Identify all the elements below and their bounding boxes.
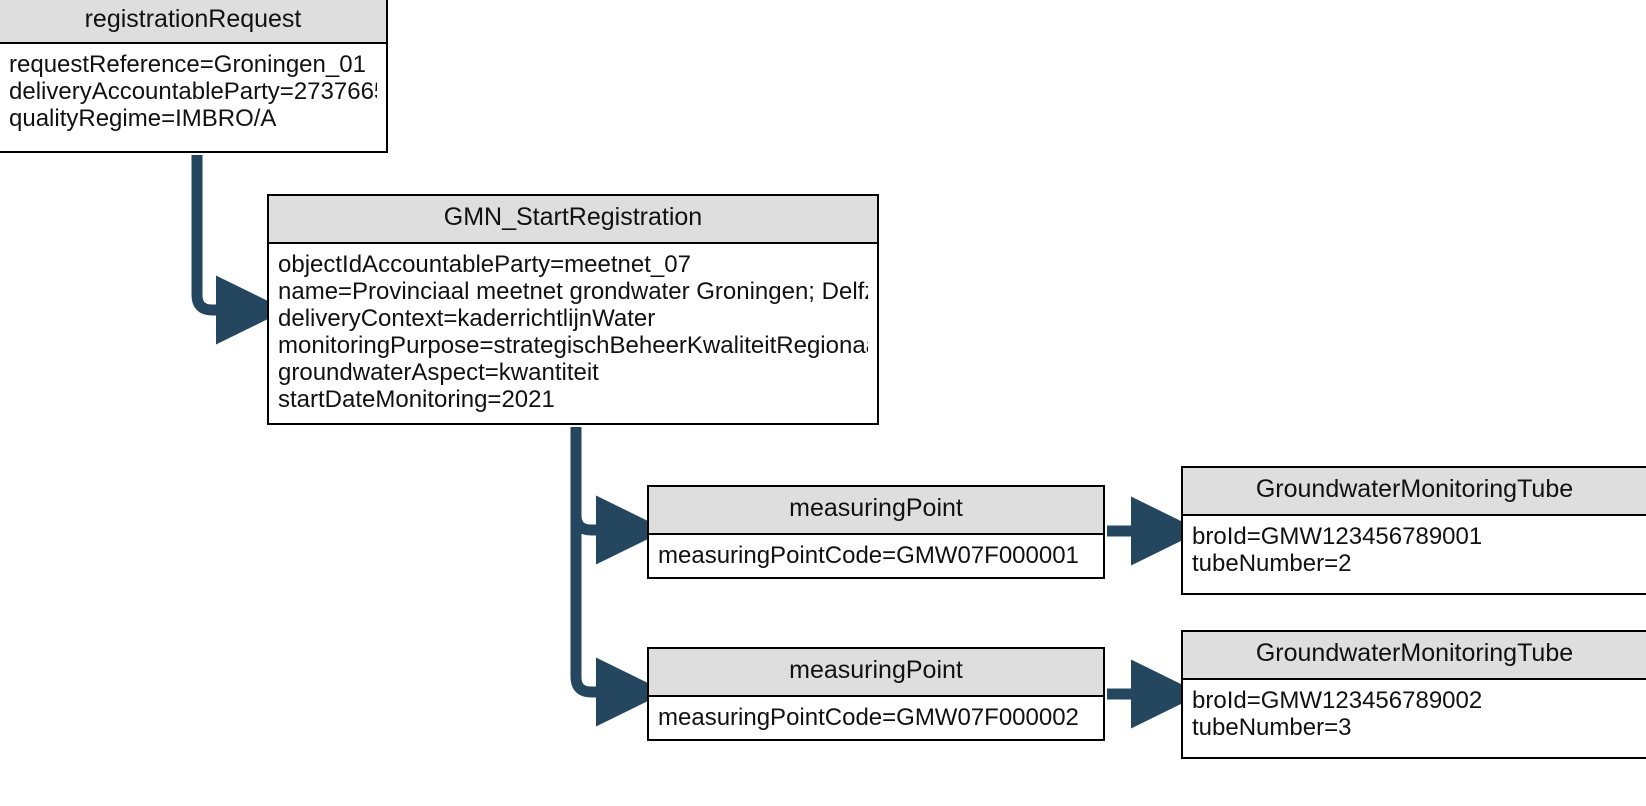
connector-gmnstartregistration-to-measuringpoint-1 — [570, 427, 667, 565]
attribute-row: broId=GMW123456789001 — [1192, 523, 1483, 550]
attribute-row: objectIdAccountableParty=meetnet_07 — [278, 251, 691, 278]
class-box-attributes: broId=GMW123456789001 tubeNumber=2 — [1183, 516, 1646, 583]
class-box-gmn-start-registration[interactable]: GMN_StartRegistration objectIdAccountabl… — [267, 194, 879, 425]
class-box-registration-request[interactable]: registrationRequest requestReference=Gro… — [0, 0, 388, 153]
attribute-row: requestReference=Groningen_01 — [9, 51, 366, 78]
attribute-row: qualityRegime=IMBRO/A — [9, 105, 277, 132]
attribute-row: deliveryContext=kaderrichtlijnWater — [278, 305, 656, 332]
class-box-groundwater-monitoring-tube-2[interactable]: GroundwaterMonitoringTube broId=GMW12345… — [1181, 630, 1646, 759]
class-box-measuring-point-2[interactable]: measuringPoint measuringPointCode=GMW07F… — [647, 647, 1105, 741]
class-box-attributes: measuringPointCode=GMW07F000002 — [649, 697, 1103, 737]
connector-gmnstartregistration-to-measuringpoint-2 — [570, 427, 667, 727]
attribute-row: broId=GMW123456789002 — [1192, 687, 1483, 714]
class-box-attributes: measuringPointCode=GMW07F000001 — [649, 535, 1103, 575]
class-box-header: GroundwaterMonitoringTube — [1183, 632, 1646, 680]
attribute-row: tubeNumber=2 — [1192, 550, 1352, 577]
attribute-row: name=Provinciaal meetnet grondwater Gron… — [278, 278, 868, 305]
class-box-header: GroundwaterMonitoringTube — [1183, 468, 1646, 516]
class-box-attributes: objectIdAccountableParty=meetnet_07 name… — [269, 244, 877, 419]
class-box-header: measuringPoint — [649, 487, 1103, 535]
attribute-row: deliveryAccountableParty=27376655 — [9, 78, 377, 105]
attribute-row: tubeNumber=3 — [1192, 714, 1352, 741]
class-box-header: registrationRequest — [0, 0, 386, 44]
class-box-attributes: requestReference=Groningen_01 deliveryAc… — [0, 44, 386, 138]
class-box-measuring-point-1[interactable]: measuringPoint measuringPointCode=GMW07F… — [647, 485, 1105, 579]
attribute-row: measuringPointCode=GMW07F000002 — [658, 704, 1079, 731]
class-box-attributes: broId=GMW123456789002 tubeNumber=3 — [1183, 680, 1646, 747]
class-box-header: measuringPoint — [649, 649, 1103, 697]
class-box-groundwater-monitoring-tube-1[interactable]: GroundwaterMonitoringTube broId=GMW12345… — [1181, 466, 1646, 595]
attribute-row: measuringPointCode=GMW07F000001 — [658, 542, 1079, 569]
connector-registrationrequest-to-gmnstartregistration — [191, 155, 287, 345]
class-box-header: GMN_StartRegistration — [269, 196, 877, 244]
attribute-row: startDateMonitoring=2021 — [278, 386, 555, 413]
attribute-row: groundwaterAspect=kwantiteit — [278, 359, 599, 386]
attribute-row: monitoringPurpose=strategischBeheerKwali… — [278, 332, 868, 359]
